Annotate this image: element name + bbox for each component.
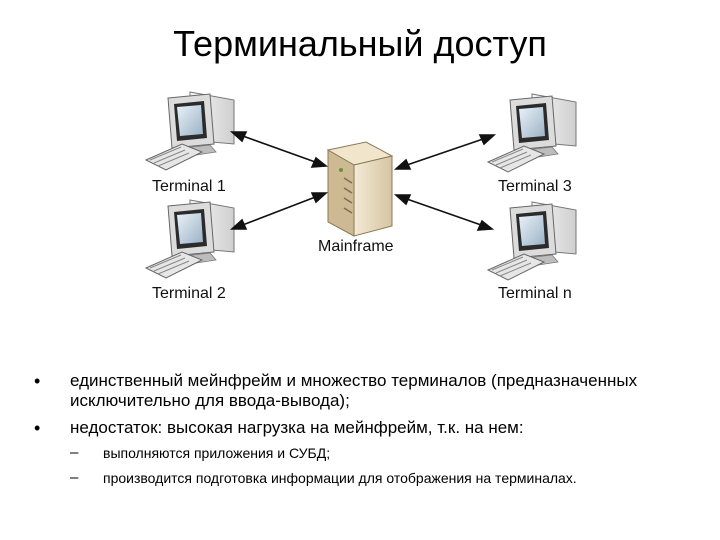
slide-title: Терминальный доступ xyxy=(173,23,547,64)
terminal-n-label: Terminal n xyxy=(498,285,572,302)
mainframe-server-icon xyxy=(326,141,394,237)
bullet-item: • единственный мейнфрейм и множество тер… xyxy=(34,371,684,411)
network-diagram xyxy=(145,91,577,281)
connection-arrow-terminal-2 xyxy=(229,192,329,230)
sub-bullet-marker: – xyxy=(70,444,79,461)
sub-bullet-text: выполняются приложения и СУБД; xyxy=(103,445,331,461)
terminal-3-label: Terminal 3 xyxy=(498,178,572,195)
bullet-list: • единственный мейнфрейм и множество тер… xyxy=(34,371,684,495)
sub-bullet-text: производится подготовка информации для о… xyxy=(103,470,577,486)
sub-bullet-item: – производится подготовка информации для… xyxy=(34,469,684,487)
bullet-text: единственный мейнфрейм и множество терми… xyxy=(70,371,638,410)
sub-bullet-marker: – xyxy=(70,469,79,486)
terminal-2-label: Terminal 2 xyxy=(152,285,226,302)
connection-arrow-terminal-1 xyxy=(229,131,329,168)
terminal-1-label: Terminal 1 xyxy=(152,178,226,195)
terminal-3-icon xyxy=(487,93,577,173)
sub-bullet-item: – выполняются приложения и СУБД; xyxy=(34,444,684,462)
bullet-item: • недостаток: высокая нагрузка на мейнфр… xyxy=(34,418,684,438)
terminal-n-icon xyxy=(487,201,577,281)
connection-arrow-terminal-3 xyxy=(393,134,497,170)
connection-arrow-terminal-n xyxy=(393,194,495,231)
terminal-1-icon xyxy=(145,91,235,171)
mainframe-label: Mainframe xyxy=(318,238,394,255)
bullet-marker: • xyxy=(34,418,41,438)
bullet-marker: • xyxy=(34,371,41,391)
terminal-2-icon xyxy=(145,199,235,279)
bullet-text: недостаток: высокая нагрузка на мейнфрей… xyxy=(70,418,524,437)
